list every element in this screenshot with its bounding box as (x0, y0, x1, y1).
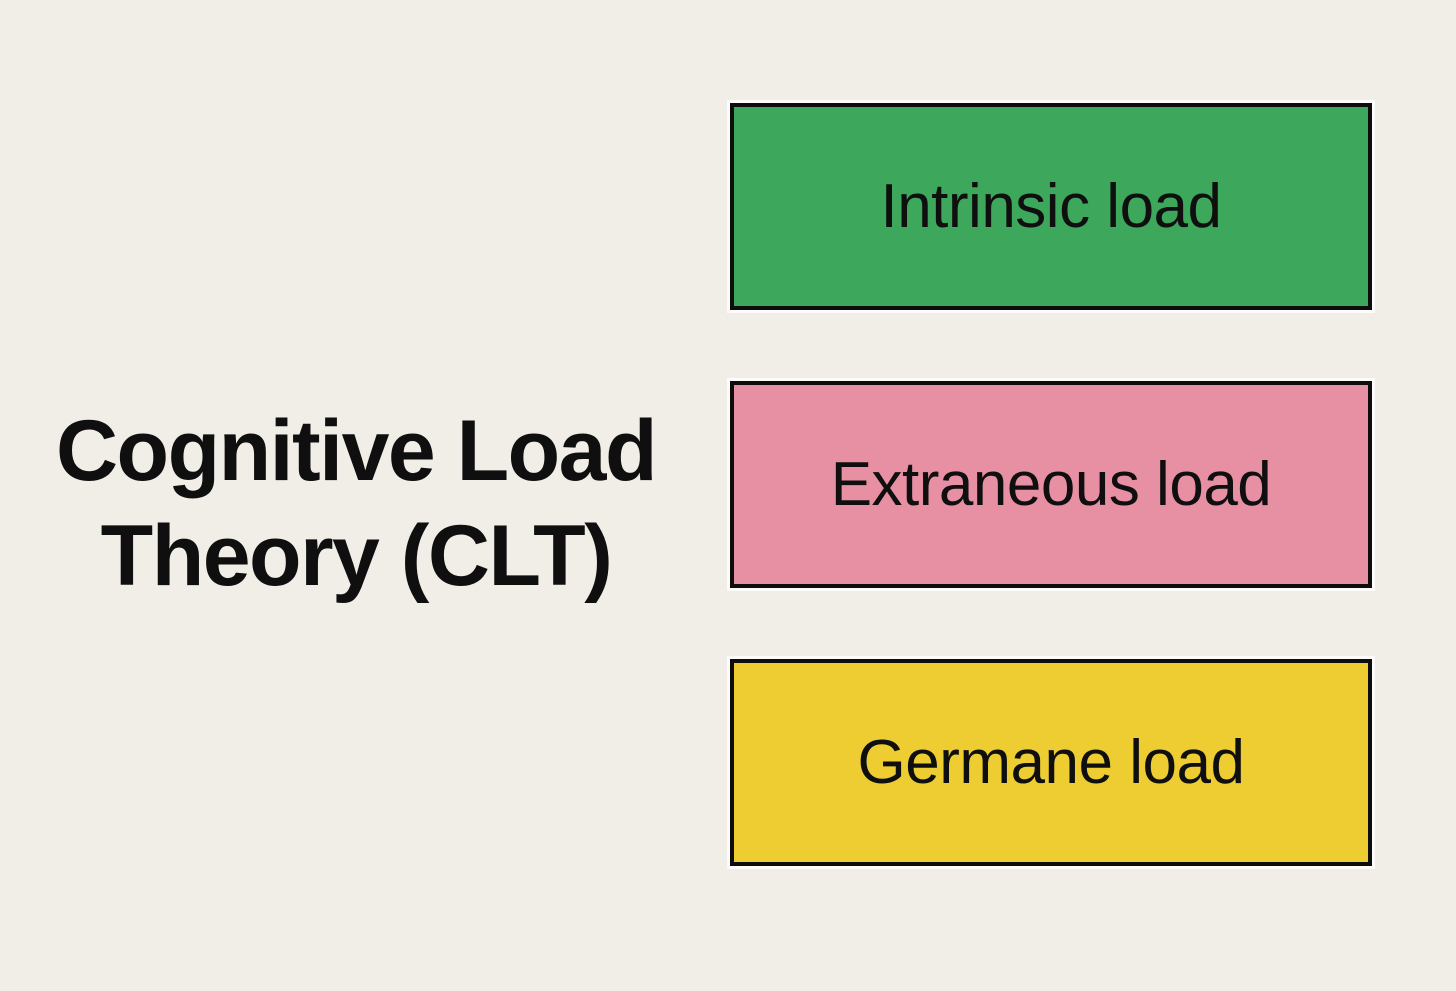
germane-load-label: Germane load (857, 728, 1245, 797)
intrinsic-load-label: Intrinsic load (880, 172, 1222, 241)
load-boxes-column: Intrinsic load Extraneous load Germane l… (730, 103, 1372, 866)
page-title: Cognitive Load Theory (CLT) (55, 402, 658, 604)
extraneous-load-label: Extraneous load (830, 450, 1272, 519)
intrinsic-load-box: Intrinsic load (730, 103, 1372, 310)
germane-load-box: Germane load (730, 659, 1372, 866)
extraneous-load-box: Extraneous load (730, 381, 1372, 588)
title-column: Cognitive Load Theory (CLT) (0, 0, 712, 991)
